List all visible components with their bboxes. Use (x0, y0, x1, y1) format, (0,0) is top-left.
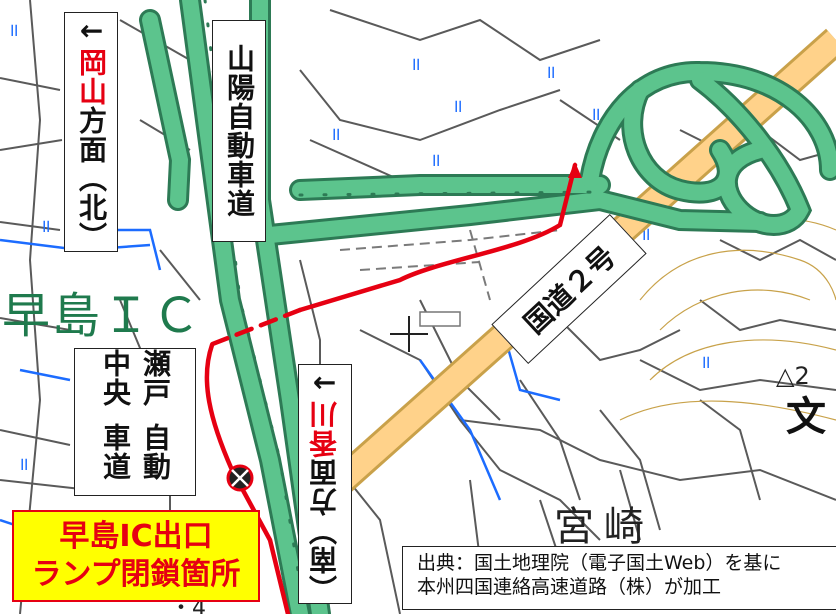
svg-text:॥: ॥ (40, 216, 51, 237)
svg-text:॥: ॥ (18, 454, 29, 475)
svg-text:॥: ॥ (545, 62, 556, 83)
seto-line2: 自動車道 (99, 423, 172, 481)
credit-line2: 本州四国連絡高速道路（株）が加工 (417, 576, 722, 598)
svg-text:॥: ॥ (410, 54, 421, 75)
svg-text:॥: ॥ (700, 352, 711, 373)
parking-area (419, 311, 461, 327)
svg-text:॥: ॥ (330, 124, 341, 145)
svg-text:॥: ॥ (452, 96, 463, 117)
okayama-direction: 方面（北） (75, 105, 108, 251)
seto-chuo-expressway-label: 瀬戸中央自動車道 (74, 348, 196, 496)
place-name-hayashima-ic: 早島ＩＣ (2, 288, 203, 344)
kagawa-direction-label: （南）方面香川→ (298, 364, 352, 604)
sanyo-expressway-text: 山陽自動車道 (223, 44, 256, 218)
svg-text:॥: ॥ (640, 224, 651, 245)
school-icon: 文 (786, 394, 826, 440)
closure-callout: 早島IC出口 ランプ閉鎖箇所 (12, 510, 260, 602)
kagawa-arrow: → (308, 365, 341, 400)
ramp-structures (339, 229, 561, 301)
closure-x-icon (231, 469, 249, 487)
kagawa-direction: 方面 (308, 457, 341, 516)
svg-text:॥: ॥ (430, 150, 441, 171)
route-arrow-head (568, 162, 582, 178)
okayama-city: 岡山 (75, 47, 108, 106)
sanyo-expressway-label: 山陽自動車道 (212, 20, 266, 242)
okayama-arrow: ← (75, 13, 108, 48)
kagawa-prefecture: 香川 (308, 399, 341, 458)
triangulation-point: △2 (776, 362, 810, 390)
svg-text:॥: ॥ (8, 20, 19, 41)
kagawa-paren: （南） (308, 515, 341, 603)
seto-line1: 瀬戸中央 (99, 349, 172, 407)
source-credit: 出典：国土地理院（電子国土Web）を基に 本州四国連絡高速道路（株）が加工 (402, 546, 836, 610)
place-name-miyazaki: 宮崎 (554, 504, 654, 550)
crosshair-icon (390, 316, 428, 352)
closure-line2: ランプ閉鎖箇所 (31, 557, 241, 592)
paddy-symbols: ॥ ॥ ॥ ॥ ॥ ॥ ॥ ॥ ॥ ॥ ॥ (8, 20, 711, 475)
svg-text:॥: ॥ (590, 104, 601, 125)
closure-line1: 早島IC出口 (59, 519, 213, 554)
credit-line1: 出典：国土地理院（電子国土Web）を基に (417, 552, 782, 574)
okayama-direction-label: ←岡山方面（北） (64, 12, 118, 252)
